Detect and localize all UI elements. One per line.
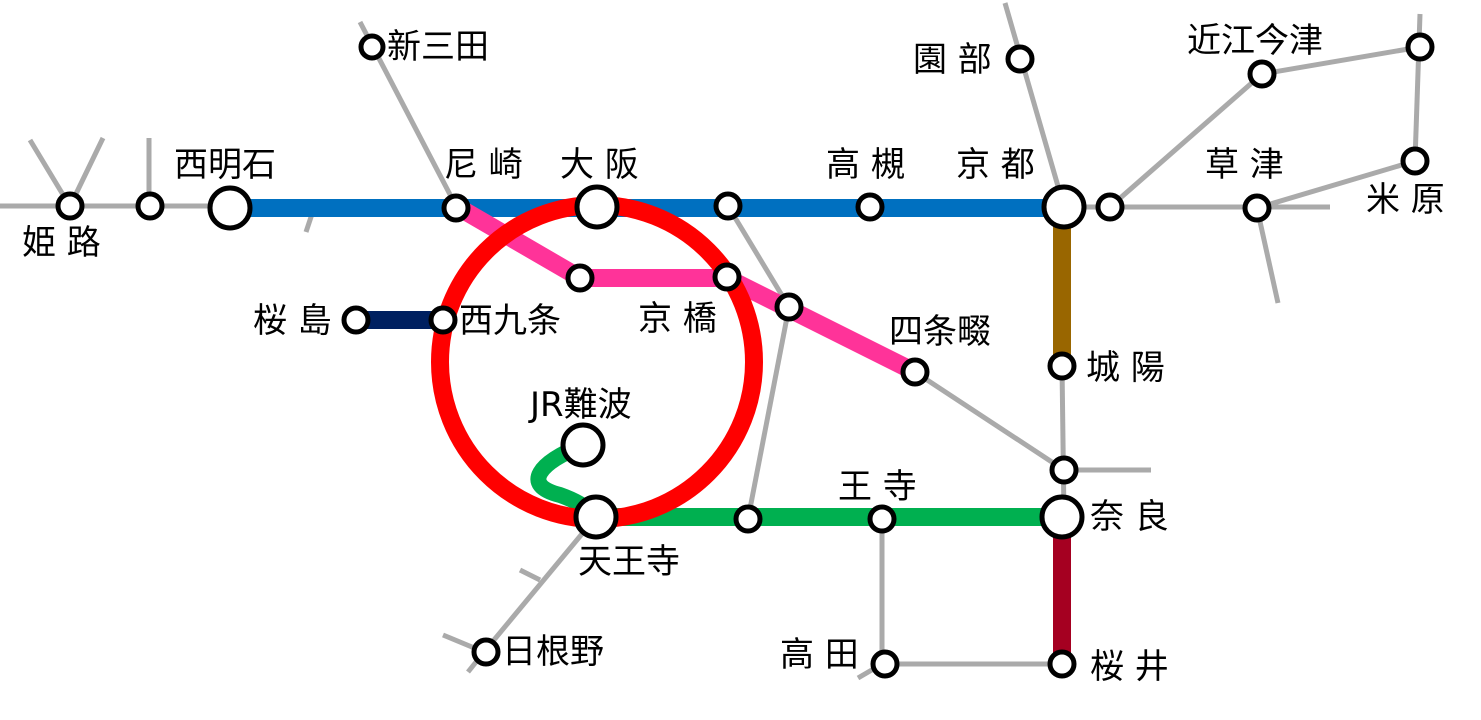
station-nishi-akashi[interactable] [207,185,253,231]
station-joyo[interactable] [1047,351,1077,381]
station-kyuhoji[interactable] [733,504,763,534]
station-nara[interactable] [1039,494,1085,540]
station-shijonawate[interactable] [900,357,930,387]
station-maibara[interactable] [1400,146,1430,176]
station-yamashina[interactable] [1095,192,1125,222]
branch-line-hanwa [482,515,598,654]
station-nishikujo[interactable] [428,305,458,335]
station-kyoto[interactable] [1041,184,1087,230]
station-oji[interactable] [867,504,897,534]
branch-line-kosei-north [1261,44,1421,77]
label-osaka: 大 阪 [560,145,639,185]
label-sakurai: 桜 井 [1090,647,1169,687]
station-shin-osaka-junction[interactable] [713,191,743,221]
station-kizu[interactable] [1049,455,1079,485]
branch-line-himeji-b [70,136,106,202]
station-unnamed-west[interactable] [135,191,165,221]
station-kusatsu[interactable] [1242,193,1272,223]
branch-lines [0,2,1423,681]
station-omi-imazu[interactable] [1247,59,1277,89]
station-kitashinchi[interactable] [565,263,595,293]
label-shijonawate: 四条畷 [889,312,991,352]
label-jr-namba: JR難波 [530,385,632,425]
branch-line-himeji-a [27,138,71,205]
branch-line-tokaido-east [1256,158,1416,211]
branch-line-sanin [1002,2,1067,208]
label-kyobashi: 京 橋 [638,299,717,339]
station-tennoji[interactable] [573,494,619,540]
label-shin-sanda: 新三田 [387,27,489,67]
label-takatsuki: 高 槻 [826,145,905,185]
branch-line-osaka-higashi [725,204,792,309]
station-omi-shiotsu[interactable] [1405,32,1435,62]
label-kusatsu: 草 津 [1205,145,1284,185]
station-hineno[interactable] [471,637,501,667]
label-tennoji: 天王寺 [578,542,680,582]
branch-line-kusatsu [1254,207,1281,304]
station-himeji[interactable] [55,191,85,221]
label-hineno: 日根野 [502,632,604,672]
station-kyobashi[interactable] [712,262,742,292]
station-amagasaki[interactable] [441,193,471,223]
label-sakurajima: 桜 島 [253,301,332,341]
station-shin-sanda[interactable] [358,33,386,61]
branch-line-osaka-higashi-south [745,306,792,520]
station-takada[interactable] [870,649,900,679]
label-joyo: 城 陽 [1086,348,1165,388]
station-sonobe[interactable] [1005,44,1035,74]
branch-line-katamachi [913,369,1066,473]
branch-line-hanwa-tick [518,567,542,583]
label-nishikujo: 西九条 [459,301,561,341]
station-sakurai[interactable] [1047,649,1077,679]
label-himeji: 姫 路 [22,223,101,263]
label-nara: 奈 良 [1090,497,1169,537]
station-hanaten[interactable] [774,292,804,322]
branch-line-kosei [1108,72,1264,209]
gakkentoshi-tozai-line[interactable] [451,198,920,381]
label-nishi-akashi: 西明石 [174,145,276,185]
label-kyoto: 京 都 [956,145,1035,185]
station-osaka[interactable] [574,184,620,230]
label-takada: 高 田 [780,635,859,675]
station-takatsuki[interactable] [855,192,885,222]
label-amagasaki: 尼 崎 [444,145,523,185]
osaka-loop-line[interactable] [431,196,763,528]
label-sonobe: 園 部 [913,40,992,80]
label-omi-imazu: 近江今津 [1187,21,1323,61]
label-oji: 王 寺 [838,467,917,507]
station-jr-namba[interactable] [560,422,606,468]
station-sakurajima[interactable] [341,305,371,335]
branch-line-nara-joyo [1059,365,1067,518]
stations [55,32,1435,679]
label-maibara: 米 原 [1366,180,1445,220]
